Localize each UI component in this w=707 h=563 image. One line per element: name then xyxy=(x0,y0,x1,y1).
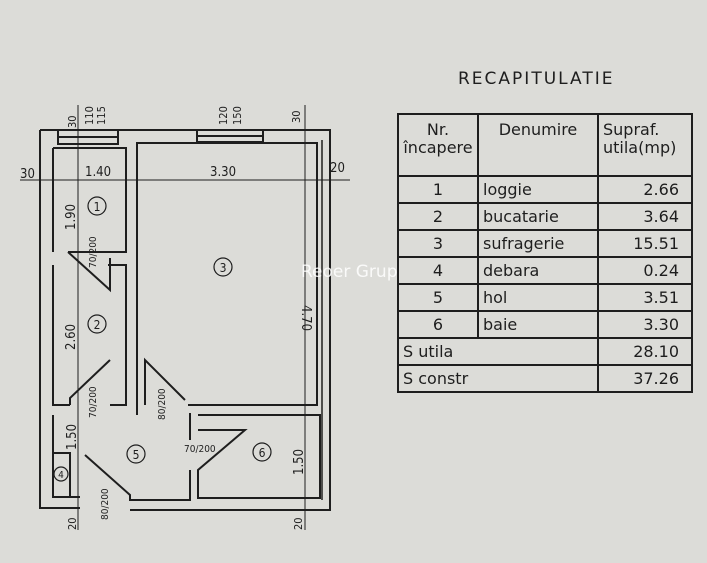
cell-nr: 3 xyxy=(397,229,479,258)
dim-label: 150 xyxy=(231,106,244,125)
dim-label: 30 xyxy=(290,110,303,123)
outer-wall xyxy=(39,129,331,511)
door-label: 80/200 xyxy=(157,388,168,420)
cell-nr: 6 xyxy=(397,310,479,339)
door-label: 70/200 xyxy=(88,236,99,268)
dim-label: 1.50 xyxy=(292,449,307,475)
cell-area: 3.64 xyxy=(597,202,693,231)
window xyxy=(196,129,264,143)
room-1-wall xyxy=(52,147,127,253)
table-title: RECAPITULATIE xyxy=(458,69,615,89)
cell-area: 0.24 xyxy=(597,256,693,285)
room-number: 3 xyxy=(220,261,227,275)
door-label: 80/200 xyxy=(100,488,111,520)
watermark: Reoer Grup xyxy=(301,262,398,282)
dim-label: 1.90 xyxy=(64,204,79,230)
room-number: 6 xyxy=(259,446,266,460)
cell-nr: 5 xyxy=(397,283,479,312)
dim-label: 120 xyxy=(217,106,230,125)
door-label: 70/200 xyxy=(184,444,216,455)
dim-label: 20 xyxy=(66,517,79,530)
room-number: 2 xyxy=(94,318,101,332)
dim-label: 20 xyxy=(292,517,305,530)
cell-name: bucatarie xyxy=(477,202,599,231)
table-header: Nr. încapere Denumire Supraf. utila(mp) xyxy=(397,113,693,177)
header-area: Supraf. utila(mp) xyxy=(597,113,693,177)
dim-label: 3.30 xyxy=(210,165,236,180)
cell-area: 15.51 xyxy=(597,229,693,258)
dim-label: 1.40 xyxy=(85,165,111,180)
total-label: S utila xyxy=(397,337,599,366)
room-marker xyxy=(252,442,272,462)
room-number: 4 xyxy=(58,470,64,481)
cell-name: hol xyxy=(477,283,599,312)
room-marker xyxy=(87,314,107,334)
room-number: 5 xyxy=(133,448,140,462)
dim-label: 30 xyxy=(66,115,79,128)
cell-name: sufragerie xyxy=(477,229,599,258)
cell-nr: 2 xyxy=(397,202,479,231)
dim-label: 110 xyxy=(83,106,96,125)
room-marker xyxy=(126,444,146,464)
header-name: Denumire xyxy=(477,113,599,177)
summary-table: Nr. încapere Denumire Supraf. utila(mp) … xyxy=(397,113,693,393)
cell-name: loggie xyxy=(477,175,599,204)
room-2-wall xyxy=(52,264,127,406)
room-marker xyxy=(53,466,69,482)
room-number: 1 xyxy=(94,200,101,214)
cell-nr: 4 xyxy=(397,256,479,285)
dim-label: 2.60 xyxy=(64,324,79,350)
cell-name: debara xyxy=(477,256,599,285)
total-label: S constr xyxy=(397,364,599,393)
cell-area: 3.30 xyxy=(597,310,693,339)
room-6-wall xyxy=(197,414,321,499)
door-label: 70/200 xyxy=(88,386,99,418)
cell-nr: 1 xyxy=(397,175,479,204)
dim-label: 20 xyxy=(330,161,345,176)
door-swing xyxy=(69,359,111,405)
total-value: 28.10 xyxy=(597,337,693,366)
room-marker xyxy=(213,257,233,277)
dim-label: 4.70 xyxy=(298,305,313,331)
dim-label: 30 xyxy=(20,167,35,182)
room-marker xyxy=(87,196,107,216)
cell-name: baie xyxy=(477,310,599,339)
dim-label: 115 xyxy=(95,106,108,125)
total-value: 37.26 xyxy=(597,364,693,393)
header-nr: Nr. încapere xyxy=(397,113,479,177)
window xyxy=(57,129,119,145)
dim-label: 1.50 xyxy=(65,424,80,450)
room-3-wall xyxy=(136,142,318,415)
cell-area: 2.66 xyxy=(597,175,693,204)
room-4-wall xyxy=(52,452,71,498)
door-swing xyxy=(67,251,111,293)
cell-area: 3.51 xyxy=(597,283,693,312)
